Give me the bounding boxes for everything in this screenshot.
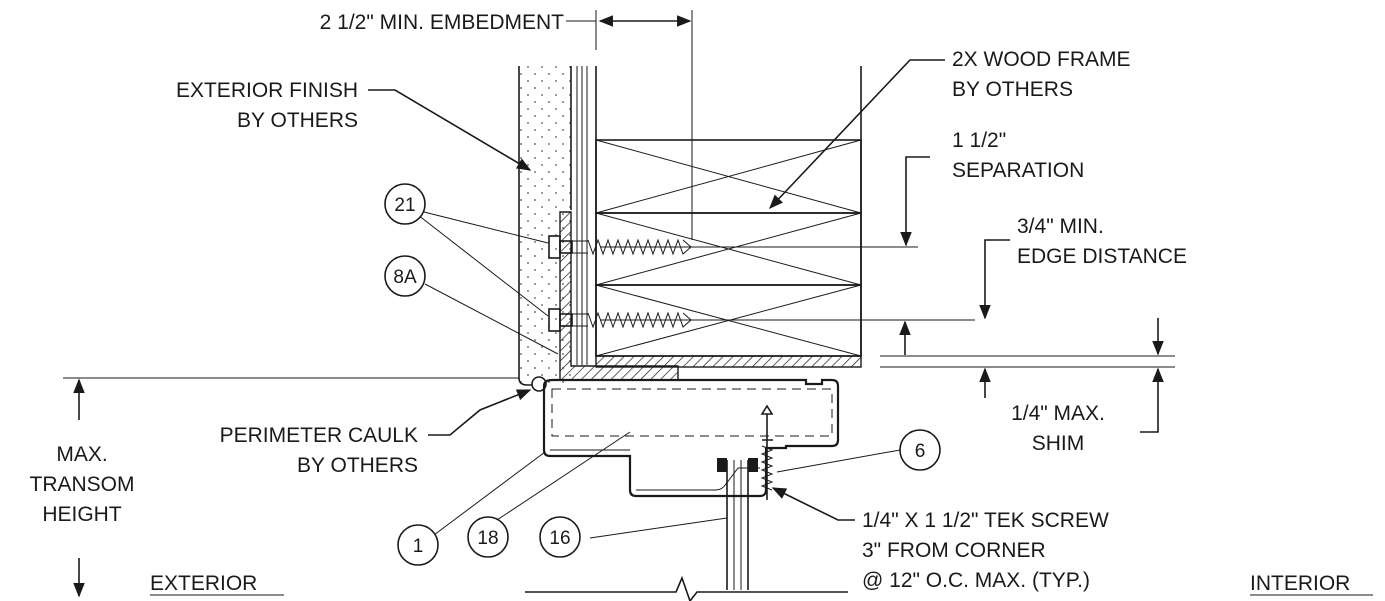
separation-dimension (600, 156, 930, 248)
svg-text:8A: 8A (393, 267, 417, 288)
leader-21-a (423, 211, 549, 244)
label-edge-1: 3/4" MIN. (1017, 215, 1104, 238)
label-exterior: EXTERIOR (150, 572, 257, 595)
leader-caulk (428, 389, 532, 436)
label-caulk-1: PERIMETER CAULK (220, 424, 418, 447)
svg-text:16: 16 (549, 528, 570, 549)
svg-text:21: 21 (394, 195, 415, 216)
callout-1: 1 (397, 524, 439, 566)
frame-head-extrusion (542, 378, 840, 498)
callout-21: 21 (384, 183, 426, 225)
leader-16 (589, 517, 728, 539)
callout-6: 6 (899, 429, 941, 471)
label-wood-frame-1: 2X WOOD FRAME (952, 48, 1131, 71)
label-transom-2: TRANSOM (30, 473, 135, 496)
wood-frame (595, 66, 862, 357)
label-tek-1: 1/4" X 1 1/2" TEK SCREW (862, 509, 1109, 532)
label-separation-1: 1 1/2" (952, 129, 1006, 152)
caulk-bead (531, 376, 547, 392)
shim-dimension (880, 318, 1175, 433)
leader-6 (776, 449, 901, 473)
label-edge-2: EDGE DISTANCE (1017, 245, 1187, 268)
edge-distance-dimension (600, 239, 1010, 355)
callout-18: 18 (467, 516, 509, 558)
leader-21-b (417, 214, 549, 317)
leader-8a (424, 283, 559, 355)
leader-1 (429, 451, 546, 539)
leader-18 (496, 431, 631, 521)
label-interior: INTERIOR (1250, 572, 1350, 595)
leader-tek (771, 487, 855, 521)
label-separation-2: SEPARATION (952, 159, 1084, 182)
label-tek-2: 3" FROM CORNER (862, 539, 1046, 562)
glazing-infill (717, 458, 758, 590)
leader-wood-frame (769, 59, 945, 210)
label-shim-2: SHIM (1032, 432, 1085, 455)
callout-16: 16 (539, 516, 581, 558)
embedment-dimension (566, 10, 693, 240)
label-wood-frame-2: BY OTHERS (952, 78, 1073, 101)
label-transom-1: MAX. (56, 443, 107, 466)
break-line (525, 575, 848, 601)
label-embedment: 2 1/2" MIN. EMBEDMENT (320, 11, 565, 34)
svg-text:6: 6 (915, 441, 926, 462)
exterior-finish (518, 66, 588, 386)
leader-exterior-finish (368, 89, 532, 171)
label-tek-3: @ 12" O.C. MAX. (TYP.) (862, 569, 1090, 592)
anchor-clip-8a (559, 211, 679, 381)
svg-text:18: 18 (477, 528, 498, 549)
label-exterior-finish-1: EXTERIOR FINISH (176, 79, 358, 102)
tek-screw (760, 404, 774, 500)
label-transom-3: HEIGHT (42, 503, 122, 526)
svg-text:1: 1 (413, 536, 424, 557)
shim (595, 355, 862, 368)
label-caulk-2: BY OTHERS (297, 454, 418, 477)
callout-8a: 8A (384, 255, 426, 297)
label-exterior-finish-2: BY OTHERS (237, 109, 358, 132)
label-shim-1: 1/4" MAX. (1011, 402, 1105, 425)
